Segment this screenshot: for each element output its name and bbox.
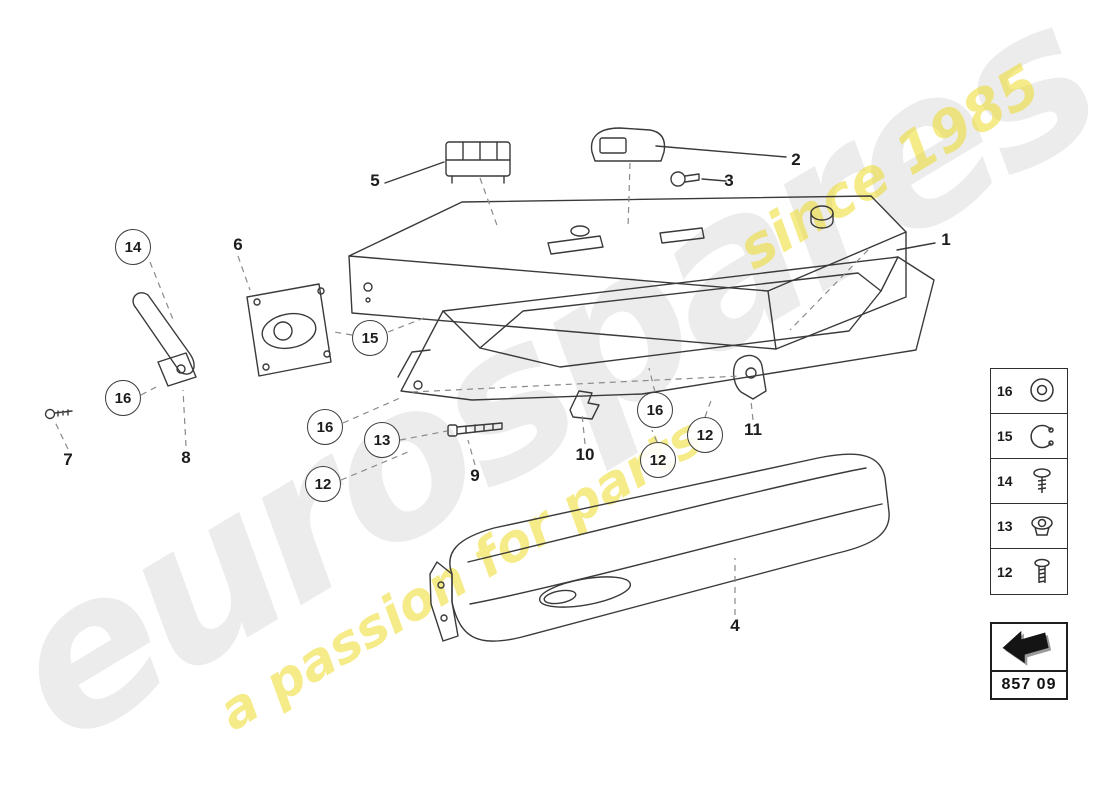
part11-bracket (732, 354, 767, 400)
callout-number: 16 (316, 418, 334, 436)
part-label-10: 10 (576, 445, 595, 465)
callout-13: 13 (364, 422, 400, 458)
callout-14: 14 (115, 229, 151, 265)
part-number: 10 (575, 445, 595, 464)
callout-16-left: 16 (105, 380, 141, 416)
part-number: 5 (370, 171, 380, 190)
part-label-8: 8 (181, 448, 190, 468)
callout-number: 12 (696, 426, 714, 444)
fastener-legend: 16 15 14 13 (990, 368, 1068, 595)
part-label-6: 6 (233, 235, 242, 255)
part-number: 4 (730, 616, 740, 635)
legend-number: 15 (997, 428, 1013, 444)
part-label-1: 1 (941, 230, 950, 250)
part9-bolt (447, 424, 458, 437)
part-code: 857 09 (1001, 676, 1057, 693)
legend-item-15: 15 (991, 414, 1067, 459)
legend-item-13: 13 (991, 504, 1067, 549)
legend-number: 16 (997, 383, 1013, 399)
part-number: 2 (791, 150, 801, 169)
circlip-icon (1019, 420, 1064, 452)
glovebox-housing-outline (348, 195, 907, 350)
part2-lamp (590, 127, 666, 162)
direction-arrow-icon (992, 624, 1066, 672)
part-label-7: 7 (63, 450, 72, 470)
legend-item-16: 16 (991, 369, 1067, 414)
callout-number: 16 (114, 389, 132, 407)
flange-nut-icon (1019, 510, 1064, 542)
part-label-4: 4 (730, 616, 739, 636)
part-label-5: 5 (370, 171, 379, 191)
part-number: 1 (941, 230, 951, 249)
callout-number: 15 (361, 329, 379, 347)
part-label-11: 11 (744, 420, 762, 440)
leader-lines (54, 162, 869, 615)
part-number: 8 (181, 448, 191, 467)
callout-number: 14 (124, 238, 142, 256)
part-label-3: 3 (724, 171, 733, 191)
callout-12-left: 12 (305, 466, 341, 502)
callout-16-mid: 16 (307, 409, 343, 445)
part-number: 7 (63, 450, 73, 469)
legend-item-12: 12 (991, 549, 1067, 594)
callout-number: 12 (314, 475, 332, 493)
part-label-2: 2 (791, 150, 800, 170)
callout-12-mid: 12 (640, 442, 676, 478)
part-code-box: 857 09 (990, 622, 1068, 700)
legend-item-14: 14 (991, 459, 1067, 504)
callout-12-right: 12 (687, 417, 723, 453)
part-number: 6 (233, 235, 243, 254)
legend-number: 12 (997, 563, 1013, 580)
crossmember-outline (400, 256, 935, 401)
part7-screw (44, 408, 56, 420)
part5-connector (445, 141, 511, 177)
legend-number: 13 (997, 518, 1013, 534)
callout-number: 16 (646, 401, 664, 419)
part8-damper (132, 292, 195, 375)
callout-16-right: 16 (637, 392, 673, 428)
part-number: 11 (744, 420, 762, 439)
legend-number: 14 (997, 473, 1013, 489)
part6-plate (246, 283, 332, 377)
part-label-9: 9 (470, 466, 479, 486)
callout-number: 13 (373, 431, 391, 449)
callout-number: 12 (649, 451, 667, 469)
screw-icon (1019, 465, 1064, 497)
part3-bulb (670, 171, 686, 187)
callout-15: 15 (352, 320, 388, 356)
part-number: 9 (470, 466, 480, 485)
bolt-icon (1019, 556, 1064, 588)
part10-clip (569, 390, 600, 420)
glovebox-door-outline (449, 453, 890, 642)
washer-icon (1019, 375, 1064, 407)
part-number: 3 (724, 171, 734, 190)
